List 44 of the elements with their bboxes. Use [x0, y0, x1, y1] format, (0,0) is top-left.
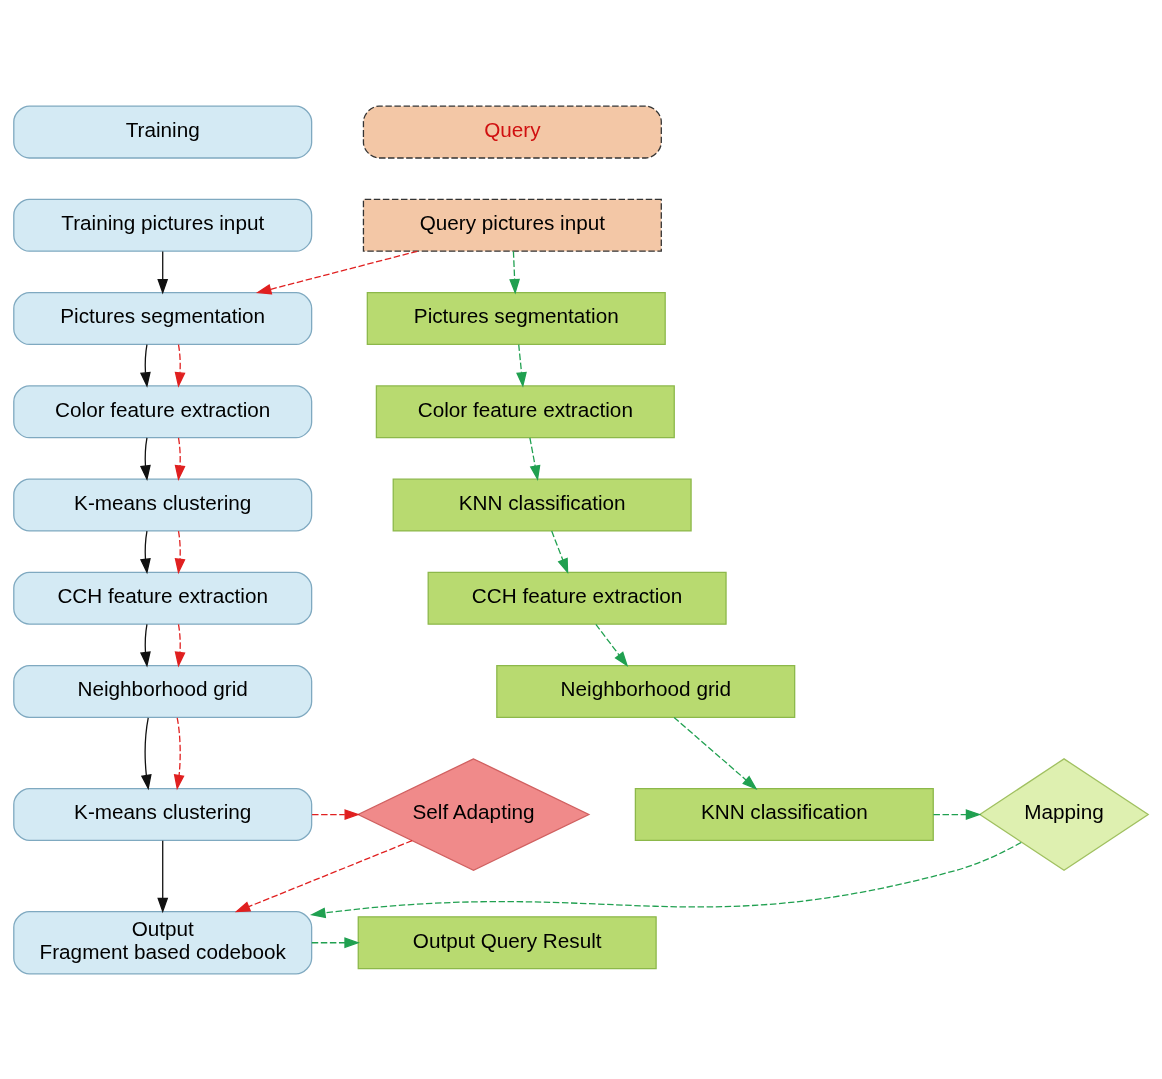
arrow — [174, 529, 186, 574]
node-diamond: Self Adapting — [356, 757, 591, 871]
node-box: Query — [362, 105, 662, 159]
arrow — [310, 841, 1022, 918]
node-box: Color feature extraction — [375, 384, 675, 438]
node-box: KNN classification — [392, 478, 692, 532]
arrow — [311, 936, 360, 948]
node-box: Pictures segmentation — [366, 291, 666, 345]
node-box: K-means clustering — [13, 478, 313, 532]
node-diamond: Mapping — [978, 757, 1150, 871]
arrow — [509, 250, 521, 294]
node-box: Query pictures input — [362, 198, 662, 252]
arrow — [516, 343, 527, 388]
arrow — [595, 623, 629, 667]
arrow — [529, 436, 541, 481]
node-box: CCH feature extraction — [13, 571, 313, 625]
arrow — [157, 839, 169, 913]
node-box: Pictures segmentation — [13, 291, 313, 345]
node-box: CCH feature extraction — [427, 571, 727, 625]
arrow — [157, 250, 169, 294]
arrow — [311, 808, 361, 820]
arrow — [174, 436, 186, 481]
arrow — [673, 716, 758, 790]
node-box: K-means clustering — [13, 787, 313, 841]
arrow — [234, 839, 413, 912]
arrow — [174, 343, 186, 388]
arrow — [551, 529, 569, 574]
node-box: Neighborhood grid — [13, 664, 313, 718]
arrow — [255, 250, 418, 294]
arrow — [174, 623, 186, 667]
node-box: Neighborhood grid — [496, 664, 796, 718]
node-box: Color feature extraction — [13, 384, 313, 438]
node-box: KNN classification — [634, 787, 934, 841]
node-box: Training — [13, 105, 313, 159]
arrow — [140, 436, 151, 481]
arrow — [140, 529, 151, 574]
arrow — [932, 808, 982, 820]
node-box: Training pictures input — [13, 198, 313, 252]
arrow — [140, 716, 152, 790]
node-box: Output Fragment based codebook — [13, 910, 313, 974]
arrow — [140, 623, 151, 667]
node-box: Output Query Result — [357, 915, 657, 969]
arrow — [173, 716, 185, 790]
arrow — [140, 343, 151, 388]
